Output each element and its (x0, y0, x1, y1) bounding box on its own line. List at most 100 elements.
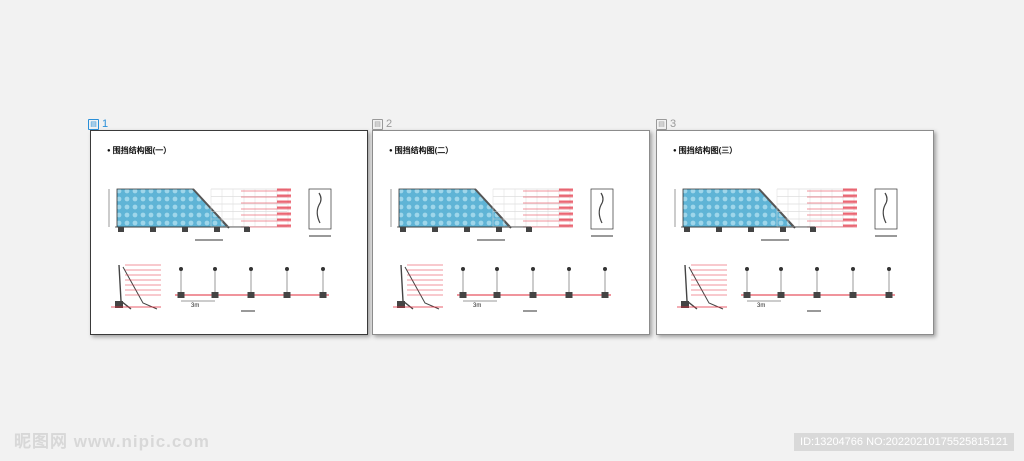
caption-bar (807, 310, 821, 312)
plan-post-cap (887, 267, 891, 271)
plan-footing (211, 292, 219, 298)
plan-footing (319, 292, 327, 298)
page-thumbnail-2[interactable]: 3m 围挡结构图(二） (372, 130, 650, 335)
page-title: 围挡结构图(二） (389, 145, 454, 156)
page-tab-3[interactable]: ▤ 3 (656, 117, 676, 131)
footing-block (780, 227, 786, 232)
annotation-label (559, 212, 573, 215)
footing-block (748, 227, 754, 232)
annotation-label (277, 188, 291, 191)
page-tab-number: 1 (102, 118, 109, 130)
drawing-canvas: 3m (108, 188, 332, 312)
footing-block (810, 227, 816, 232)
plan-post-cap (603, 267, 607, 271)
page-tab-number: 2 (386, 118, 393, 130)
plan-post-cap (249, 267, 253, 271)
footing-block (182, 227, 188, 232)
plan-footing (493, 292, 501, 298)
annotation-label (843, 194, 857, 197)
footing-block (244, 227, 250, 232)
plan-footing (283, 292, 291, 298)
side-profile-frame (874, 188, 898, 230)
plan-post-cap (815, 267, 819, 271)
dimension-label: 3m (757, 303, 765, 309)
page-tab-1[interactable]: ▤ 1 (88, 117, 108, 131)
page-icon: ▤ (656, 118, 667, 130)
annotation-label (843, 218, 857, 221)
plan-post-cap (213, 267, 217, 271)
plan-footing (849, 292, 857, 298)
dimension-label: 3m (191, 303, 199, 309)
footing-block (496, 227, 502, 232)
annotation-label (277, 200, 291, 203)
plan-footing (529, 292, 537, 298)
caption-bar (477, 239, 505, 241)
footing-block (684, 227, 690, 232)
footer: 昵图网 www.nipic.com ID:13204766 NO:2022021… (0, 432, 1024, 461)
plan-post-cap (567, 267, 571, 271)
plan-post-cap (851, 267, 855, 271)
plan-post-cap (285, 267, 289, 271)
drawing-canvas: 3m (390, 188, 614, 312)
side-profile-shape (316, 192, 322, 224)
plan-footing (601, 292, 609, 298)
footing-block (526, 227, 532, 232)
page-title: 围挡结构图(一） (107, 145, 172, 156)
side-profile-frame (308, 188, 332, 230)
side-profile-shape (598, 192, 604, 224)
footing-block (400, 227, 406, 232)
annotation-label (559, 218, 573, 221)
annotation-label (277, 212, 291, 215)
dimension-label: 3m (473, 303, 481, 309)
annotation-label (843, 206, 857, 209)
page-tab-number: 3 (670, 118, 677, 130)
plan-post-cap (461, 267, 465, 271)
side-profile-shape (882, 192, 888, 224)
page-icon: ▤ (372, 118, 383, 130)
section-brace (122, 266, 158, 310)
page-thumbnail-1[interactable]: 3m 围挡结构图(一） (90, 130, 368, 335)
plan-post-cap (531, 267, 535, 271)
plan-footing (177, 292, 185, 298)
caption-bar (241, 310, 255, 312)
page-tab-2[interactable]: ▤ 2 (372, 117, 392, 131)
footing-block (397, 301, 405, 308)
footing-block (681, 301, 689, 308)
plan-post-cap (779, 267, 783, 271)
plan-post-cap (745, 267, 749, 271)
caption-bar (195, 239, 223, 241)
plan-footing (777, 292, 785, 298)
image-id-badge: ID:13204766 NO:20220210175525815121 (794, 433, 1014, 451)
footing-block (115, 301, 123, 308)
plan-footing (813, 292, 821, 298)
site-watermark: 昵图网 www.nipic.com (14, 432, 210, 451)
annotation-label (559, 200, 573, 203)
annotation-label (559, 188, 573, 191)
caption-bar (309, 235, 331, 237)
section-brace (404, 266, 440, 310)
annotation-label (559, 224, 573, 227)
caption-bar (523, 310, 537, 312)
annotation-label (559, 206, 573, 209)
footing-block (214, 227, 220, 232)
footing-block (716, 227, 722, 232)
plan-footing (459, 292, 467, 298)
plan-footing (247, 292, 255, 298)
annotation-label (843, 188, 857, 191)
plan-post-cap (179, 267, 183, 271)
plan-footing (565, 292, 573, 298)
annotation-label (843, 224, 857, 227)
page-thumbnail-3[interactable]: 3m 围挡结构图(三） (656, 130, 934, 335)
annotation-label (843, 200, 857, 203)
plan-footing (743, 292, 751, 298)
annotation-label (277, 206, 291, 209)
caption-bar (761, 239, 789, 241)
footing-block (118, 227, 124, 232)
caption-bar (591, 235, 613, 237)
annotation-label (277, 194, 291, 197)
annotation-label (559, 194, 573, 197)
side-profile-frame (590, 188, 614, 230)
annotation-label (843, 212, 857, 215)
annotation-label (277, 218, 291, 221)
plan-post-cap (495, 267, 499, 271)
